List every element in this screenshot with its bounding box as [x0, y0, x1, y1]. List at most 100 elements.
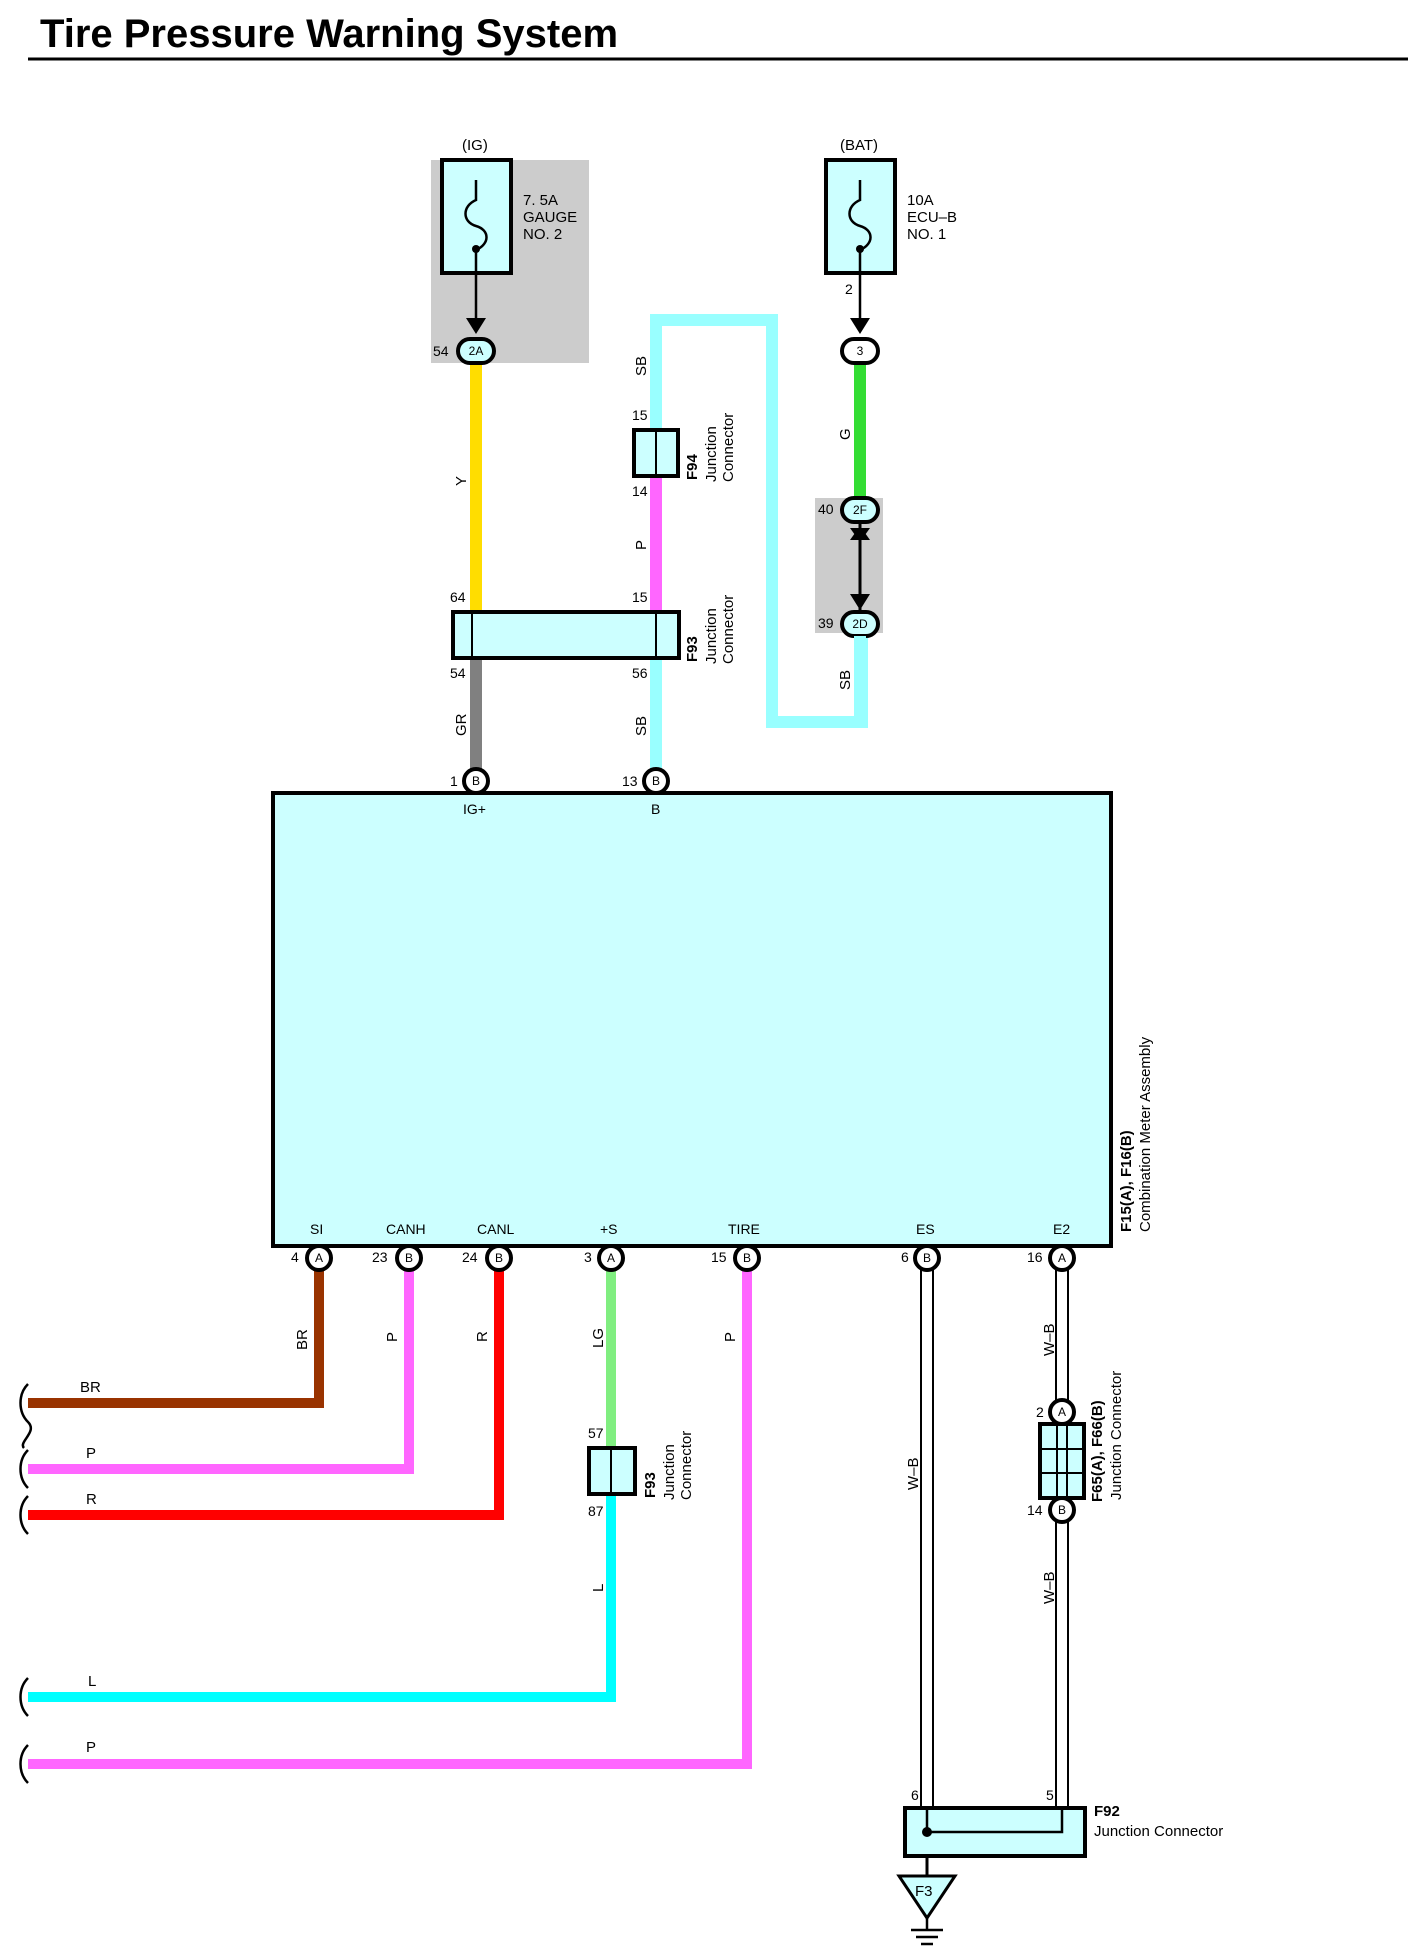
wire-break-marks: [19, 1383, 32, 1784]
wire-label-wb-e2-upper: W–B: [1041, 1323, 1058, 1356]
wire-label-p-tire-vert: P: [722, 1332, 739, 1342]
meter-pin-b-num: 13: [622, 773, 638, 789]
meter-term-canl: CANL: [477, 1221, 515, 1237]
ground-icon: [911, 1918, 943, 1946]
junction-f65-pin-top: 2: [1036, 1404, 1044, 1420]
junction-f93-top-pin-br: 56: [632, 665, 648, 681]
junction-f92-pin-right: 5: [1046, 1787, 1054, 1803]
fuse-ecub-name: ECU–B: [907, 209, 957, 226]
fuse-ecub-no: NO. 1: [907, 226, 946, 243]
fuse-gauge-icon: [464, 180, 488, 252]
fuse-ecub-icon: [848, 180, 872, 252]
wire-label-l-vert: L: [590, 1584, 607, 1592]
junction-f65-f66: [1038, 1422, 1086, 1500]
junction-f92-id: F92: [1094, 1803, 1120, 1820]
meter-pin-si-num: 4: [291, 1249, 299, 1265]
wire-label-p-canh-vert: P: [384, 1332, 401, 1342]
connector-2A-pin: 54: [433, 343, 449, 359]
junction-f92-bridge: [925, 1808, 1064, 1834]
meter-term-es: ES: [916, 1221, 935, 1237]
junction-f92-name: Junction Connector: [1094, 1823, 1223, 1840]
junction-f93-bottom-id: F93: [642, 1472, 659, 1498]
junction-f94-pin-bottom: 14: [632, 483, 648, 499]
wire-p-tire: [28, 1270, 752, 1769]
ground-connector-f3: [896, 1874, 958, 1921]
meter-pin-b: B: [642, 767, 670, 795]
meter-id: F15(A), F16(B): [1118, 1130, 1135, 1232]
arrow-down-icon: [466, 318, 486, 334]
wire-label-l: L: [88, 1673, 96, 1690]
junction-f65-grid: [1040, 1424, 1084, 1498]
svg-text:B: B: [652, 774, 660, 788]
junction-f93-top-id: F93: [684, 636, 701, 662]
meter-pin-es: B: [913, 1244, 941, 1272]
meter-pin-s-num: 3: [584, 1249, 592, 1265]
connector-2D: 2D: [840, 610, 880, 638]
wire-label-br: BR: [80, 1379, 101, 1396]
svg-text:B: B: [923, 1251, 931, 1265]
wire-label-sb-2d: SB: [837, 670, 854, 690]
meter-term-s: +S: [600, 1221, 618, 1237]
meter-term-si: SI: [310, 1221, 323, 1237]
wire-label-r-vert: R: [474, 1331, 491, 1342]
fuse-ecub-pin: 2: [845, 281, 853, 297]
svg-text:3: 3: [857, 344, 864, 358]
junction-f93-top: [451, 610, 681, 660]
svg-text:B: B: [743, 1251, 751, 1265]
chevron-down-icon: [850, 594, 870, 610]
svg-text:B: B: [405, 1251, 413, 1265]
meter-pin-canl: B: [485, 1244, 513, 1272]
junction-f93-top-name-2: Connector: [720, 595, 737, 664]
junction-f93-bottom-pin-top: 57: [588, 1425, 604, 1441]
fuse-gauge-node: [472, 245, 480, 253]
wire-label-gr: GR: [453, 713, 470, 736]
fuse-ecub-node: [856, 245, 864, 253]
connector-2D-pin: 39: [818, 615, 834, 631]
meter-term-igplus: IG+: [463, 801, 486, 817]
meter-name: Combination Meter Assembly: [1137, 1036, 1154, 1232]
svg-text:A: A: [607, 1251, 615, 1265]
wire-label-lg: LG: [590, 1328, 607, 1348]
wire-label-p-canh: P: [86, 1445, 96, 1462]
fuse-gauge-no: NO. 2: [523, 226, 562, 243]
meter-term-b: B: [651, 801, 660, 817]
wire-label-br-vert: BR: [294, 1329, 311, 1350]
wire-l: [28, 1496, 616, 1702]
svg-text:A: A: [315, 1251, 323, 1265]
wire-label-wb-es: W–B: [905, 1457, 922, 1490]
junction-f92-node: [922, 1827, 932, 1837]
junction-f93-bottom-name-2: Connector: [678, 1431, 695, 1500]
meter-pin-igplus-num: 1: [450, 773, 458, 789]
meter-term-canh: CANH: [386, 1221, 426, 1237]
svg-text:2D: 2D: [852, 617, 868, 631]
wire-label-wb-e2-lower: W–B: [1041, 1571, 1058, 1604]
wire-br: [28, 1270, 324, 1408]
meter-pin-canh-num: 23: [372, 1249, 388, 1265]
meter-pin-s: A: [597, 1244, 625, 1272]
svg-text:A: A: [1058, 1251, 1066, 1265]
junction-f65-id: F65(A), F66(B): [1089, 1400, 1106, 1502]
svg-text:B: B: [1058, 1503, 1066, 1517]
junction-f94-name-1: Junction: [703, 426, 720, 482]
meter-term-tire: TIRE: [728, 1221, 760, 1237]
wire-label-p-mid: P: [633, 540, 650, 550]
junction-f65-pin-b: B: [1048, 1496, 1076, 1524]
meter-pin-tire: B: [733, 1244, 761, 1272]
ground-connector-label: F3: [915, 1883, 933, 1900]
junction-f92-pin-left: 6: [911, 1787, 919, 1803]
junction-f93-bottom-name-1: Junction: [661, 1444, 678, 1500]
wire-label-p-tire: P: [86, 1739, 96, 1756]
junction-f93-top-pin-tr: 15: [632, 589, 648, 605]
svg-text:2A: 2A: [469, 344, 484, 358]
meter-pin-canh: B: [395, 1244, 423, 1272]
connector-3: 3: [840, 337, 880, 365]
arrow-down-icon: [850, 318, 870, 334]
wire-r: [28, 1270, 504, 1520]
chevron-up-icon: [850, 526, 870, 540]
wire-wb-es: [920, 1265, 934, 1809]
combination-meter-assembly: [271, 791, 1113, 1248]
junction-f94-name-2: Connector: [720, 413, 737, 482]
fuse-gauge-rating: 7. 5A: [523, 192, 558, 209]
wire-wb-e2-lower: [1055, 1509, 1069, 1809]
connector-2A: 2A: [456, 337, 496, 365]
